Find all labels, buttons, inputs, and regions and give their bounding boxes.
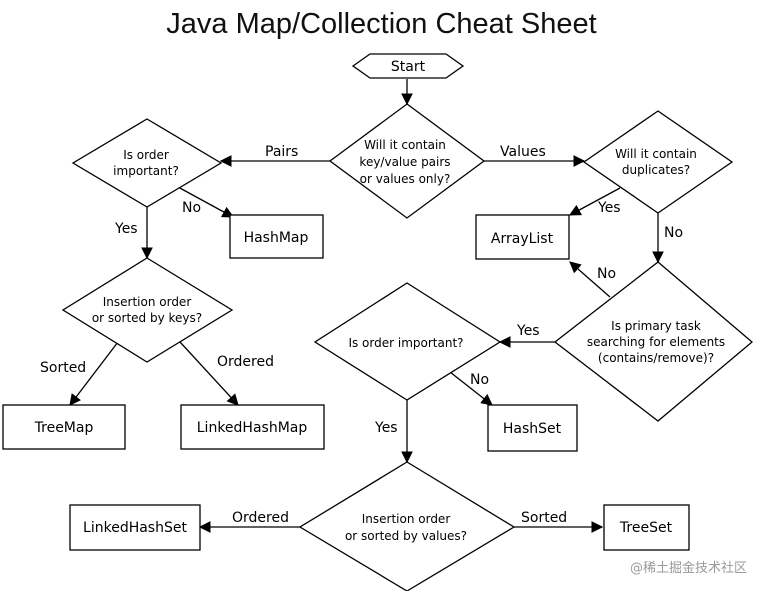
edge-label-pairs: Pairs	[265, 144, 298, 160]
hashmap-label: HashMap	[244, 230, 309, 246]
edge-label-ordered-set: Ordered	[232, 510, 289, 526]
linkedhashset-label: LinkedHashSet	[83, 520, 187, 536]
treeset-label: TreeSet	[619, 520, 673, 536]
edge-label-set-order-yes: Yes	[374, 420, 398, 436]
map-order-decision	[71, 118, 223, 208]
treeset-box	[603, 504, 690, 551]
start-label: Start	[391, 59, 426, 75]
searching-question-line2: searching for elements	[587, 335, 725, 349]
edge-label-sorted-map: Sorted	[40, 360, 86, 376]
edge-label-values: Values	[500, 144, 546, 160]
edge-map-order-no	[177, 186, 235, 218]
edge-dup-yes	[568, 187, 621, 216]
map-order-question-line1: Is order	[123, 148, 169, 162]
start-terminal	[351, 53, 465, 79]
treemap-label: TreeMap	[34, 420, 94, 436]
arraylist-box	[475, 214, 570, 260]
edge-label-ordered-map: Ordered	[217, 354, 274, 370]
watermark: @稀土掘金技术社区	[629, 561, 747, 576]
edge-search-no	[569, 261, 611, 298]
values-question-line2: or sorted by values?	[345, 529, 467, 543]
duplicates-question-line2: duplicates?	[622, 163, 690, 177]
hashmap-box	[229, 214, 324, 259]
edge-label-dup-no: No	[664, 225, 683, 241]
arraylist-label: ArrayList	[491, 231, 554, 247]
searching-question-line3: (contains/remove)?	[598, 351, 714, 365]
page-title: Java Map/Collection Cheat Sheet	[166, 8, 597, 40]
values-question-line1: Insertion order	[362, 512, 451, 526]
values-decision	[298, 461, 516, 591]
set-order-decision	[313, 282, 502, 401]
edge-ordered-linkedhashmap	[179, 341, 239, 406]
duplicates-decision	[582, 110, 734, 214]
searching-question-line1: Is primary task	[611, 319, 701, 333]
searching-decision	[553, 261, 754, 422]
edge-label-set-order-no: No	[470, 372, 489, 388]
linkedhashmap-box	[180, 404, 325, 450]
edge-label-map-order-yes: Yes	[114, 221, 138, 237]
edge-label-dup-yes: Yes	[597, 200, 621, 216]
map-order-question-line2: important?	[113, 164, 179, 178]
keys-question-line2: or sorted by keys?	[92, 311, 202, 325]
keys-decision	[61, 257, 234, 363]
edge-label-search-no: No	[597, 266, 616, 282]
kv-question-line2: key/value pairs	[359, 155, 450, 169]
edge-label-sorted-set: Sorted	[521, 510, 567, 526]
hashset-box	[487, 404, 578, 452]
kv-decision	[328, 103, 486, 219]
linkedhashset-box	[69, 504, 201, 551]
linkedhashmap-label: LinkedHashMap	[197, 420, 308, 436]
set-order-question: Is order important?	[348, 336, 463, 350]
kv-question-line3: or values only?	[360, 172, 451, 186]
keys-question-line1: Insertion order	[103, 295, 192, 309]
edge-label-search-yes: Yes	[516, 323, 540, 339]
edge-set-order-no	[449, 371, 493, 406]
treemap-box	[2, 404, 126, 450]
edge-sorted-treemap	[69, 341, 119, 406]
hashset-label: HashSet	[503, 421, 562, 437]
edge-label-map-order-no: No	[182, 200, 201, 216]
duplicates-question-line1: Will it contain	[615, 147, 697, 161]
kv-question-line1: Will it contain	[364, 138, 446, 152]
